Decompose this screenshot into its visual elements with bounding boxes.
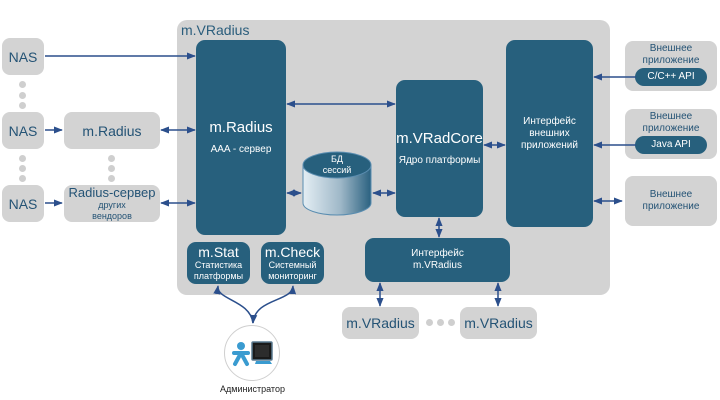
cluster-node-label: m.VRadius [346,315,415,331]
vr-iface-line1: Интерфейс [411,248,464,259]
ext-iface-line1: Интерфейс [523,115,576,127]
ellipsis-dot [19,165,26,172]
nas-box-3[interactable]: NAS [2,185,44,222]
nas-label: NAS [8,195,38,212]
ext-iface-line2: внешних [529,127,570,139]
vendor-radius-server[interactable]: Radius-сервер других вендоров [64,185,160,222]
administrator[interactable] [224,325,280,381]
vendor-radius-line1: других [98,199,126,210]
ext-app-label2: приложение [642,201,700,212]
ext-app-label1: Внешнее [649,43,693,54]
nas-box-2[interactable]: NAS [2,112,44,149]
ellipsis-dot [108,165,115,172]
ellipsis-dot [19,102,26,109]
m-vradius-interface[interactable]: Интерфейс m.VRadius [365,238,510,282]
check-title: m.Check [264,243,321,260]
external-app-1[interactable]: Внешнее приложение C/C++ API [625,41,717,91]
ellipsis-dot [19,175,26,182]
check-line2: мониторинг [268,270,317,281]
m-radius-subtitle: AAA - сервер [210,144,272,155]
cluster-node-1[interactable]: m.VRadius [342,307,419,339]
ellipsis-dot [426,319,433,326]
m-stat-block[interactable]: m.Stat Статистика платформы [187,242,250,284]
nas-label: NAS [8,48,38,65]
vendor-radius-line2: вендоров [92,210,132,221]
stat-line1: Статистика [194,259,243,270]
ellipsis-dot [108,155,115,162]
ellipsis-dot [19,92,26,99]
proxy-m-radius-label: m.Radius [82,122,142,139]
admin-workstation-icon [232,341,273,366]
nas-box-1[interactable]: NAS [2,38,44,75]
container-title: m.VRadius [181,22,250,38]
ellipsis-dot [108,175,115,182]
arrow-admin-check [250,285,297,324]
stat-line2: платформы [193,270,244,281]
vendor-radius-title: Radius-сервер [68,184,156,200]
cluster-node-label: m.VRadius [464,315,533,331]
ext-app-label1: Внешнее [649,111,693,122]
ellipsis-dot [19,155,26,162]
m-vradcore-block[interactable]: m.VRadCore Ядро платформы [396,80,483,217]
ellipsis-dot [19,81,26,88]
vr-iface-line2: m.VRadius [413,260,462,271]
proxy-m-radius[interactable]: m.Radius [64,112,160,149]
session-db[interactable]: БД сессий [302,151,372,217]
ext-app-label1: Внешнее [649,189,693,200]
check-line1: Системный [268,259,317,270]
db-label-2: сессий [322,165,352,175]
external-app-3[interactable]: Внешнее приложение [625,176,717,226]
cluster-node-2[interactable]: m.VRadius [460,307,537,339]
db-label-1: БД [330,154,343,164]
external-app-2[interactable]: Внешнее приложение Java API [625,109,717,159]
ext-app-label2: приложение [642,55,700,66]
ellipsis-dot [437,319,444,326]
ellipsis-dot [448,319,455,326]
m-radius-title: m.Radius [209,119,273,136]
m-check-block[interactable]: m.Check Системный мониторинг [261,242,324,284]
ext-app-label2: приложение [642,123,700,134]
ext-iface-line3: приложений [521,139,578,151]
c-cpp-api-badge[interactable]: C/C++ API [635,68,707,86]
external-apps-interface[interactable]: Интерфейс внешних приложений [506,40,593,227]
arrow-admin-stat [213,285,254,324]
core-subtitle: Ядро платформы [398,155,481,166]
administrator-label: Администратор [220,384,285,394]
database-icon [302,151,372,216]
java-api-badge[interactable]: Java API [635,136,707,154]
core-title: m.VRadCore [396,130,483,147]
stat-title: m.Stat [198,243,239,260]
nas-label: NAS [8,122,38,139]
m-radius-block[interactable]: m.Radius AAA - сервер [196,40,286,235]
